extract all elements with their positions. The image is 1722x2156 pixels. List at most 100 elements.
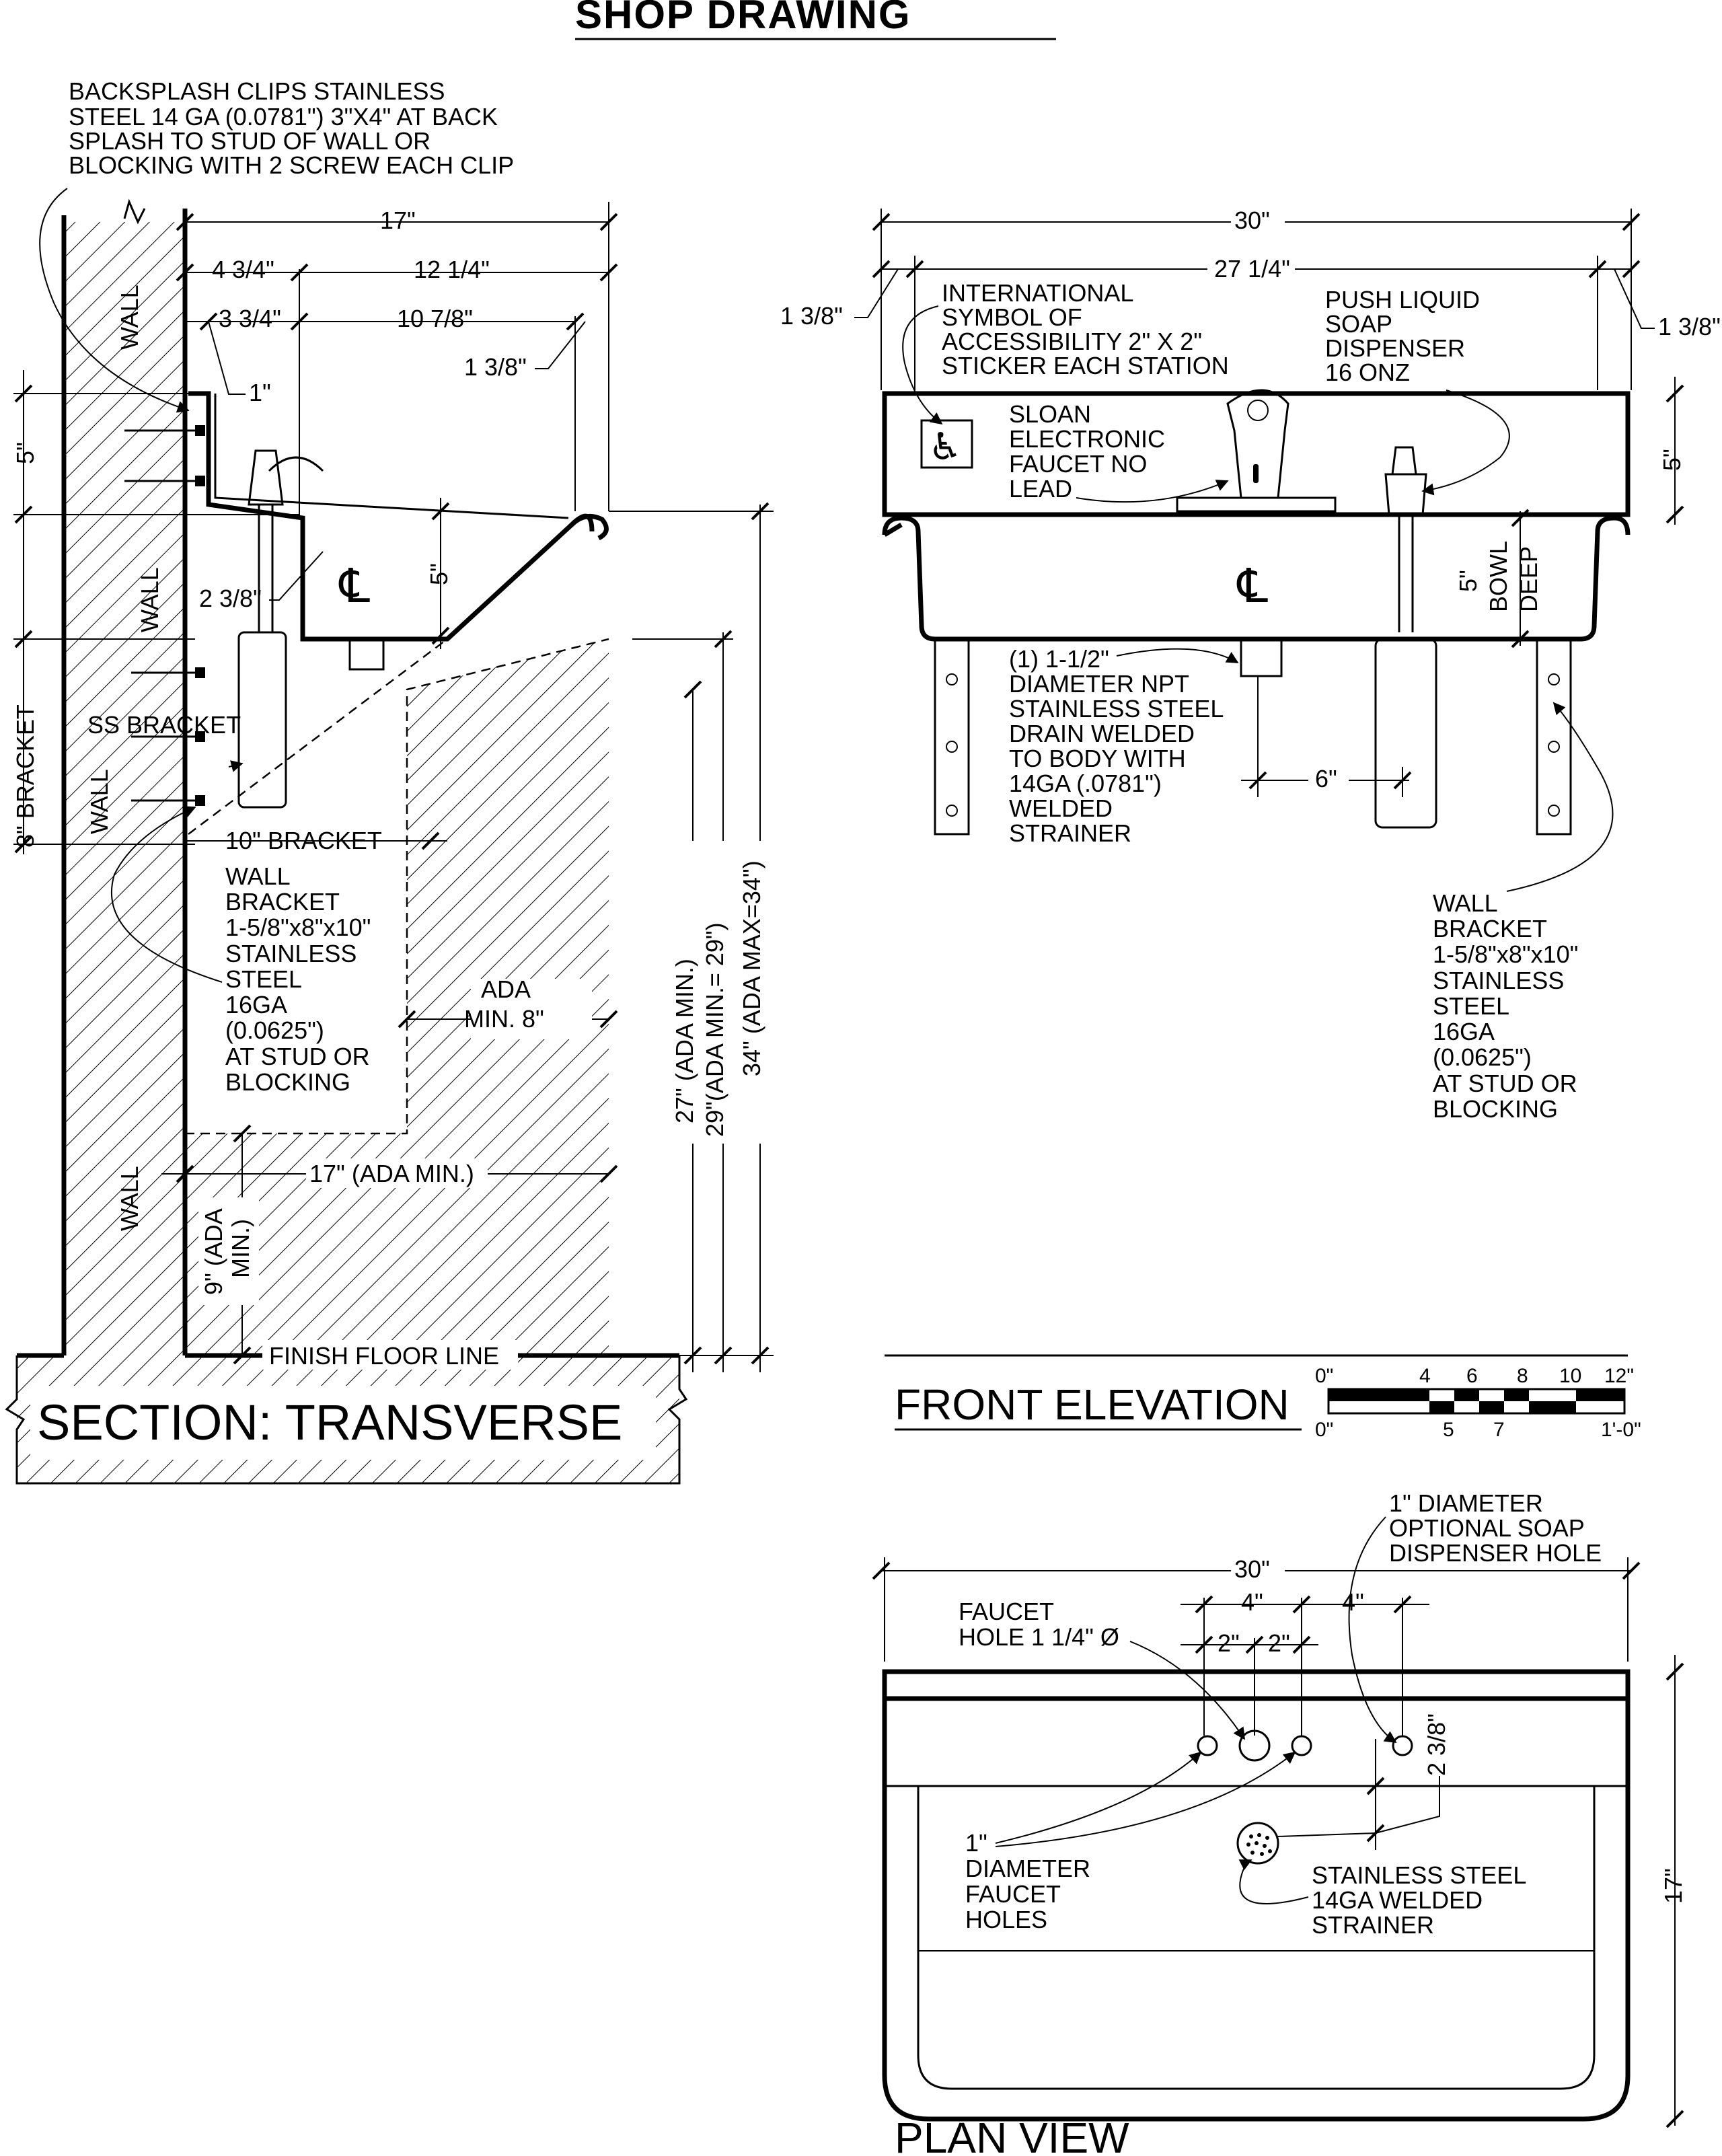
svg-text:5: 5 — [1443, 1419, 1454, 1441]
dim-2-3-8: 2 3/8" — [199, 585, 262, 612]
front-wall-bracket-note: WALL BRACKET 1-5/8"x8"x10" STAINLESS STE… — [1433, 702, 1614, 1123]
svg-text:HOLE 1 1/4" Ø: HOLE 1 1/4" Ø — [959, 1623, 1119, 1651]
svg-text:BRACKET: BRACKET — [1433, 915, 1547, 942]
svg-text:0": 0" — [1315, 1365, 1333, 1387]
front-dim-27-1-4: 27 1/4" — [1214, 255, 1290, 283]
backsplash — [882, 391, 1631, 517]
ada-knee-outline — [185, 638, 609, 1135]
svg-text:BRACKET: BRACKET — [225, 888, 340, 916]
plan-dim-30: 30" — [1234, 1555, 1270, 1583]
dim-10-7-8: 10 7/8" — [397, 305, 473, 332]
ada-height-dims: 27" (ADA MIN.) 29"(ADA MIN.= 29") 34" (A… — [609, 502, 774, 1372]
soap-pump — [248, 449, 324, 506]
svg-text:STRAINER: STRAINER — [1009, 819, 1131, 847]
svg-text:STAINLESS: STAINLESS — [225, 940, 357, 967]
svg-text:INTERNATIONAL: INTERNATIONAL — [942, 279, 1133, 307]
svg-text:ACCESSIBILITY 2" X 2": ACCESSIBILITY 2" X 2" — [942, 328, 1202, 355]
wall-break — [123, 198, 146, 225]
ada-knee-hatch — [185, 639, 609, 1355]
faucet-hole-note: FAUCET HOLE 1 1/4" Ø — [959, 1598, 1245, 1740]
svg-text:4: 4 — [1419, 1365, 1431, 1387]
front-soap-bottle — [1374, 638, 1437, 829]
svg-text:8: 8 — [1517, 1365, 1528, 1387]
soap-hole-note: 1" DIAMETER OPTIONAL SOAP DISPENSER HOLE — [1348, 1489, 1602, 1743]
scale-bar: 0" 4 6 8 10 12" 0" 5 7 1'-0" — [1315, 1365, 1641, 1441]
soap-tube — [258, 505, 274, 632]
ss-bracket-leader — [228, 760, 244, 772]
svg-text:BLOCKING: BLOCKING — [225, 1068, 350, 1096]
plan-bowl — [917, 1786, 1596, 2090]
dim-8-bracket: 8" BRACKET — [11, 704, 39, 848]
soap-bottle — [237, 631, 287, 809]
wall-label-3: WALL — [85, 769, 113, 834]
section-dims-left: 5" 8" BRACKET — [11, 370, 299, 854]
bracket-dashed — [188, 638, 448, 835]
svg-text:HOLES: HOLES — [965, 1906, 1047, 1933]
svg-text:WELDED: WELDED — [1009, 794, 1113, 822]
svg-text:DISPENSER: DISPENSER — [1325, 334, 1465, 362]
svg-text:(1) 1-1/2": (1) 1-1/2" — [1009, 645, 1109, 673]
dim-5-left: 5" — [11, 442, 39, 464]
svg-text:1'-0": 1'-0" — [1601, 1419, 1641, 1441]
svg-text:WALL: WALL — [225, 862, 291, 890]
svg-text:DIAMETER NPT: DIAMETER NPT — [1009, 670, 1189, 698]
sink-inner — [214, 394, 569, 519]
svg-text:SLOAN: SLOAN — [1009, 400, 1091, 428]
dim-10-bracket: 10" BRACKET — [225, 827, 382, 854]
front-soap-tube — [1398, 515, 1414, 632]
dim-2-3-8-leader — [269, 551, 324, 601]
svg-text:14GA (.0781"): 14GA (.0781") — [1009, 770, 1162, 797]
plan-dim-2a: 2" — [1218, 1629, 1240, 1657]
section-wall-bracket-note: WALL BRACKET 1-5/8"x8"x10" STAINLESS STE… — [110, 806, 371, 1096]
svg-text:BOWL: BOWL — [1485, 541, 1512, 612]
faucet-holes-note: 1" DIAMETER FAUCET HOLES — [965, 1751, 1296, 1933]
svg-text:BLOCKING: BLOCKING — [1433, 1095, 1558, 1123]
dim-5-bowl: 5" — [425, 563, 453, 585]
wall-hatch — [64, 222, 185, 1355]
svg-text:FAUCET: FAUCET — [965, 1880, 1061, 1908]
faucet-hole-center — [1238, 1730, 1271, 1762]
svg-text:DRAIN WELDED: DRAIN WELDED — [1009, 720, 1195, 747]
svg-text:0": 0" — [1315, 1419, 1333, 1441]
svg-text:16 ONZ: 16 ONZ — [1325, 359, 1410, 386]
front-drain — [1240, 638, 1283, 677]
front-centerline: ℄ — [1236, 558, 1268, 614]
svg-text:DEEP: DEEP — [1515, 546, 1542, 612]
svg-text:SYMBOL OF: SYMBOL OF — [942, 303, 1082, 331]
section-transverse: SECTION: TRANSVERSE BACKSPLASH CLIPS STA… — [5, 77, 774, 1485]
svg-text:SOAP: SOAP — [1325, 310, 1392, 338]
soap-hole — [1392, 1735, 1413, 1756]
svg-text:(0.0625"): (0.0625") — [1433, 1043, 1532, 1071]
svg-text:MIN. 8": MIN. 8" — [464, 1005, 544, 1033]
svg-text:17" (ADA MIN.): 17" (ADA MIN.) — [309, 1160, 474, 1187]
plan-dim-2b: 2" — [1268, 1629, 1290, 1657]
front-soap-pump — [1384, 446, 1427, 516]
svg-text:AT STUD OR: AT STUD OR — [1433, 1070, 1577, 1097]
svg-text:1-5/8"x8"x10": 1-5/8"x8"x10" — [1433, 940, 1578, 968]
svg-text:STICKER EACH STATION: STICKER EACH STATION — [942, 352, 1229, 379]
floor-line-label: FINISH FLOOR LINE — [269, 1342, 499, 1370]
ada-min-17: 17" (ADA MIN.) — [161, 1158, 618, 1188]
svg-text:STEEL: STEEL — [1433, 992, 1509, 1020]
svg-text:LEAD: LEAD — [1009, 475, 1072, 503]
svg-text:7: 7 — [1493, 1419, 1505, 1441]
faucet-note: SLOAN ELECTRONIC FAUCET NO LEAD — [1009, 400, 1229, 503]
backsplash-note: BACKSPLASH CLIPS STAINLESS STEEL 14 GA (… — [39, 77, 514, 413]
front-dim-5: 5" — [1658, 449, 1686, 471]
svg-text:29"(ADA MIN.= 29"): 29"(ADA MIN.= 29") — [701, 922, 728, 1137]
floor-break — [5, 1355, 688, 1485]
faucet-hole-right — [1291, 1735, 1312, 1756]
svg-text:14GA WELDED: 14GA WELDED — [1312, 1886, 1483, 1914]
front-heading: FRONT ELEVATION — [895, 1380, 1289, 1429]
svg-text:DIAMETER: DIAMETER — [965, 1855, 1090, 1882]
bracket-left — [934, 638, 970, 835]
plan-deck — [883, 1697, 1629, 1787]
sheet-title: SHOP DRAWING — [575, 0, 911, 37]
svg-text:FAUCET NO: FAUCET NO — [1009, 450, 1147, 478]
ss-bracket-label: SS BRACKET — [87, 711, 241, 739]
bowl-note: 5" BOWL DEEP — [1454, 541, 1542, 612]
isa-note: INTERNATIONAL SYMBOL OF ACCESSIBILITY 2"… — [902, 279, 1229, 425]
accessibility-icon: ♿ — [928, 425, 962, 469]
ada-min-9: 9" (ADA MIN.) — [198, 1124, 259, 1365]
